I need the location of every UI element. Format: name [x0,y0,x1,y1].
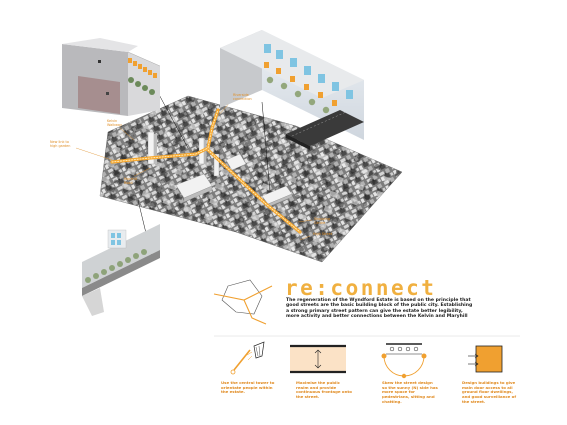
callout-label: Maryhill Road [124,177,138,185]
aerial-map [75,77,403,263]
network-diagram-icon [213,279,273,325]
tower-orientation-icon [230,341,265,375]
callout-label: New link to high garden [50,140,71,148]
streetscape-block-right [220,30,364,150]
primary-street-path [110,108,302,234]
street-frontage-icon [290,344,346,374]
panel-caption: Design buildings to give main door acces… [462,380,517,404]
sunny-side-street-icon [381,343,427,379]
callout-label: Kelvin Walkway [107,119,122,127]
panel-caption: Maximise the public realm and provide co… [296,380,352,400]
streetscape-block-bottom [82,224,160,316]
front-door-icon [468,345,503,373]
callout-label: High Street [313,232,333,236]
page-title: re:connect [285,276,437,300]
streetscape-block-left [62,38,161,116]
intro-paragraph: The regeneration of the Wyndford Estate … [286,298,473,320]
panel-caption: Skew the street design so the sunny (N) … [382,380,438,404]
callout-label: Shopping Centre [314,217,330,225]
panel-caption: Use the central tower to orientate peopl… [221,380,275,395]
callout-label: Riverside connection [233,93,252,101]
